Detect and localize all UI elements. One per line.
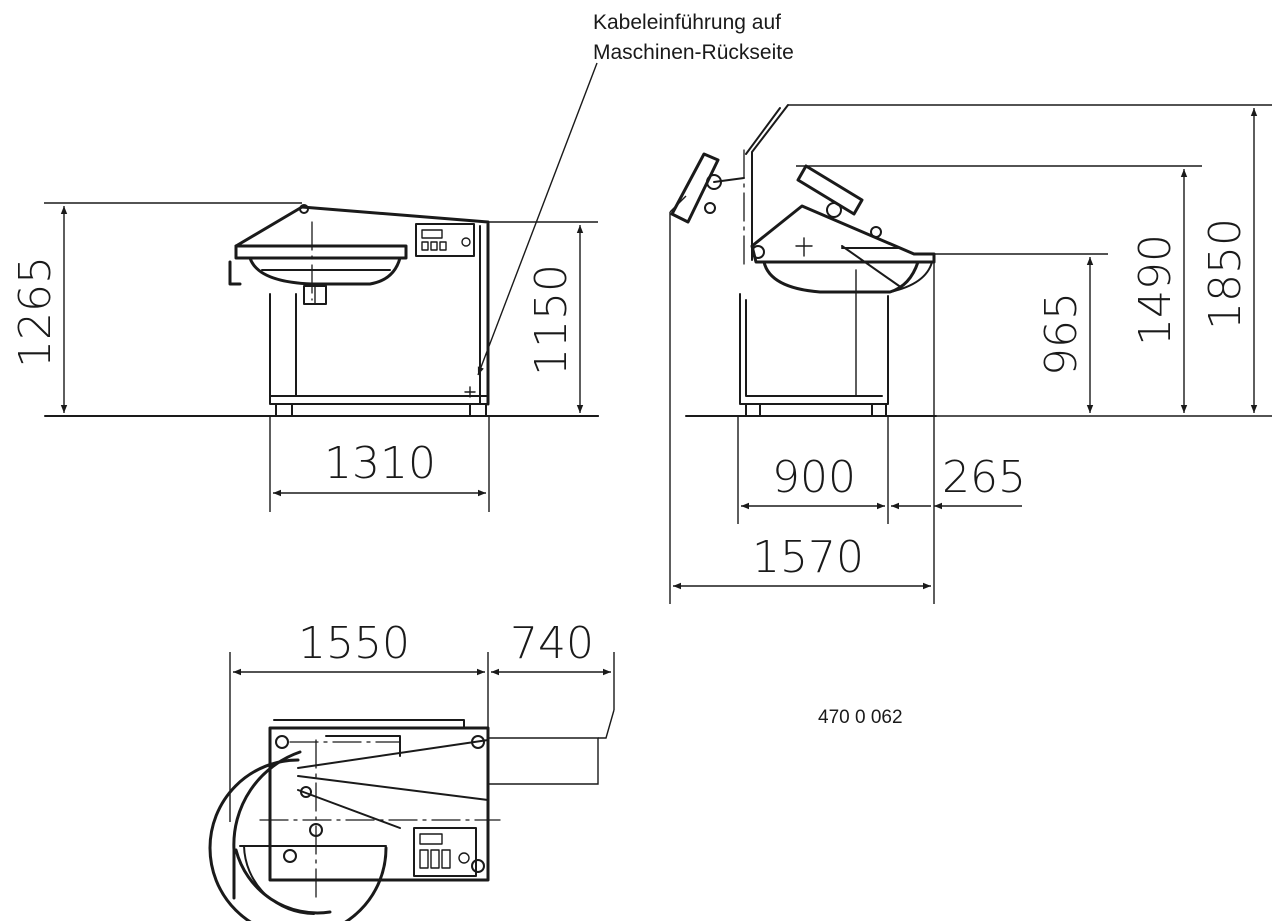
- top-view: 1550 740: [208, 618, 615, 921]
- dim-740-label: 740: [510, 618, 594, 669]
- dim-1570-label: 1570: [752, 532, 864, 583]
- dim-1150-label: 1150: [526, 264, 577, 376]
- dim-265-label: 265: [942, 452, 1026, 503]
- dim-1550-label: 1550: [298, 618, 410, 669]
- side-view: 965 1490 1850 900 265 1570: [669, 104, 1272, 604]
- dim-900-label: 900: [772, 452, 856, 503]
- dim-1265-label: 1265: [10, 256, 61, 368]
- cable-entry-line-2: Maschinen-Rückseite: [593, 41, 794, 64]
- dim-1850-label: 1850: [1200, 218, 1251, 330]
- dim-965-label: 965: [1036, 292, 1087, 376]
- dim-1310-label: 1310: [324, 438, 436, 489]
- cable-entry-annotation: Kabeleinführung auf Maschinen-Rückseite: [593, 8, 794, 68]
- cable-entry-line-1: Kabeleinführung auf: [593, 11, 781, 34]
- front-view: 1265 1150 1310: [10, 62, 599, 512]
- drawing-number: 470 0 062: [818, 707, 903, 728]
- dim-1490-label: 1490: [1130, 234, 1181, 346]
